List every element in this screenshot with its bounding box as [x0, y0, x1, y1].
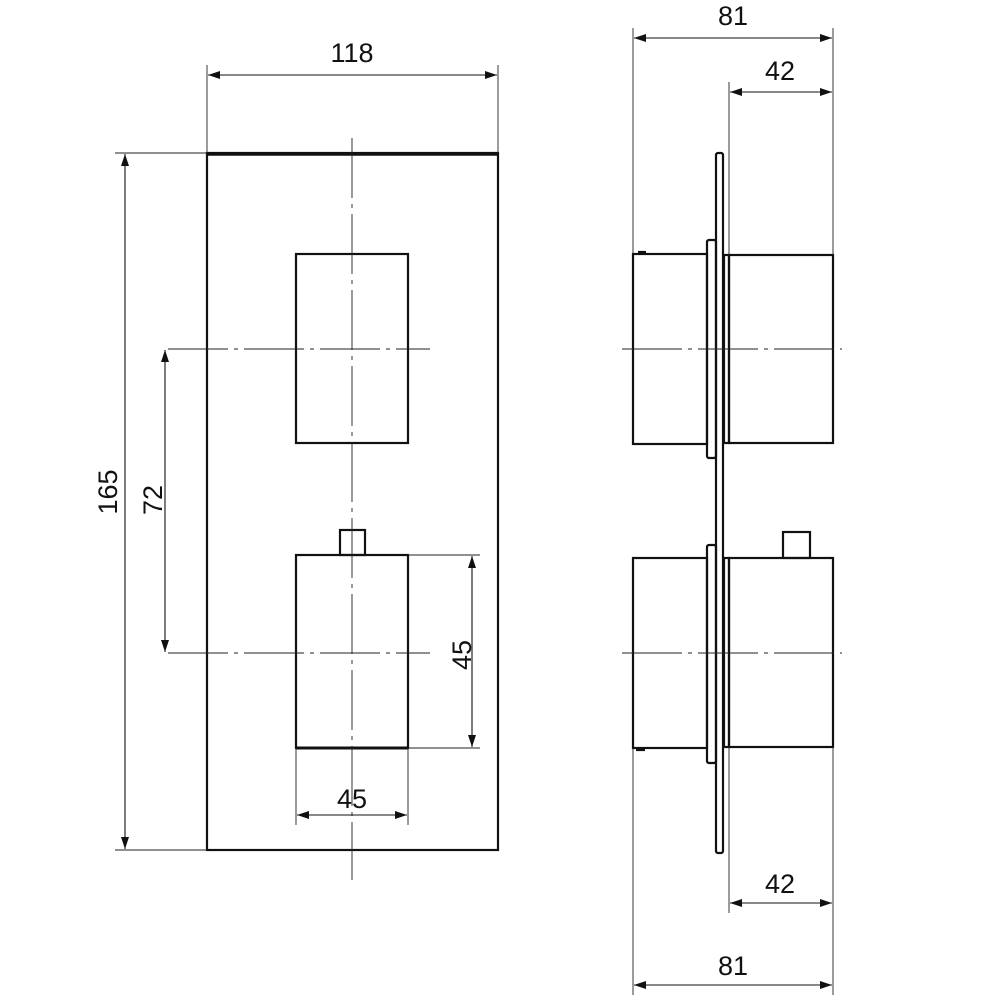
knob-depth-top-label: 42 [765, 56, 795, 86]
front-view: 118 165 72 45 45 [93, 38, 500, 880]
side-bottom-knob-front [727, 556, 835, 749]
side-plate [714, 151, 725, 855]
knob-height-label: 45 [447, 640, 477, 670]
side-indicator-pin [781, 530, 812, 560]
knob-depth-bottom-label: 42 [765, 869, 795, 899]
side-view: 81 42 42 81 [622, 1, 842, 995]
height-label: 165 [93, 469, 123, 514]
knob-spacing-label: 72 [138, 485, 168, 515]
knob-indicator-pin [338, 528, 367, 557]
width-label: 118 [330, 38, 373, 68]
depth-top-label: 81 [718, 1, 748, 31]
depth-bottom-label: 81 [718, 951, 748, 981]
cover-plate [205, 151, 500, 852]
knob-width-label: 45 [337, 784, 367, 814]
side-bottom-flange [705, 543, 718, 765]
